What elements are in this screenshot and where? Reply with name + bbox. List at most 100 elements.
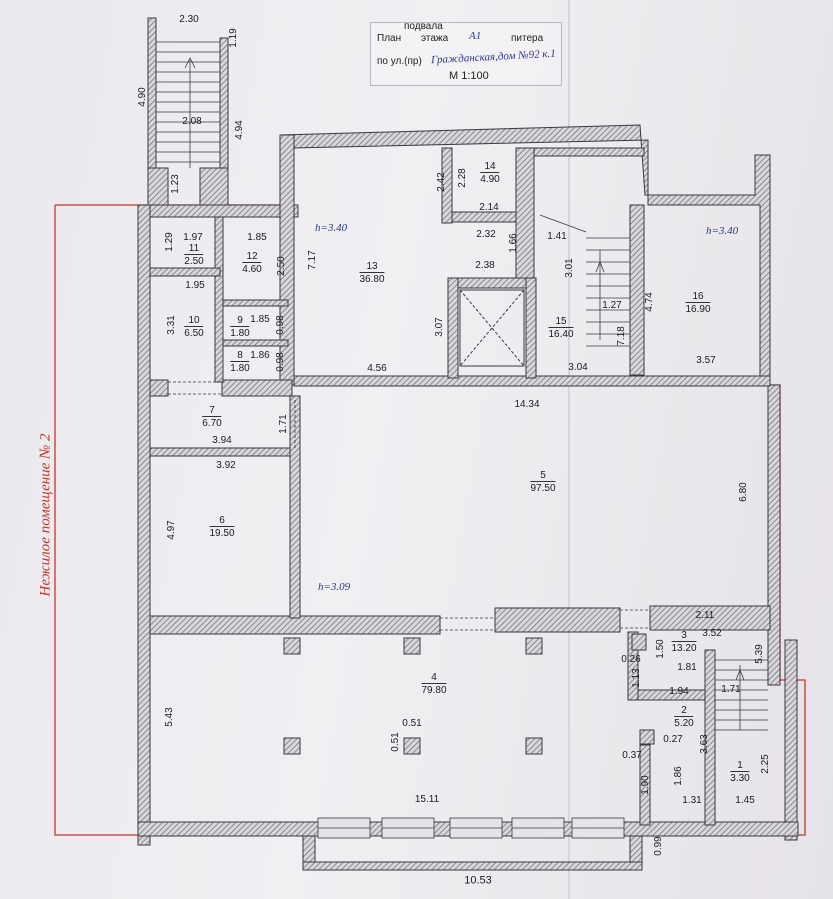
dim-label: 3.01	[564, 258, 575, 278]
dim-label: 2.28	[457, 168, 468, 188]
dim-label: 1.27	[602, 300, 622, 311]
dim-label: 4.97	[166, 520, 177, 540]
dim-label: 2.14	[479, 202, 499, 213]
dim-label: 1.94	[669, 686, 689, 697]
dim-label: 1.66	[508, 233, 519, 253]
dim-label: 7.18	[616, 326, 627, 346]
dim-label: 0.26	[621, 654, 641, 665]
stamp-floor-word-top: подвала	[404, 21, 443, 32]
dim-label: 1.95	[185, 280, 205, 291]
dim-label: 1.50	[655, 639, 666, 659]
dim-label: 2.08	[182, 116, 202, 127]
dim-label: 1.71	[721, 684, 741, 695]
columns	[283, 633, 655, 755]
stamp-scale: M 1:100	[449, 70, 489, 82]
dim-label: 4.56	[367, 363, 387, 374]
dim-label: 1.86	[673, 766, 684, 786]
dim-label: 0.99	[653, 836, 664, 856]
stamp-street-prefix: по ул.(пр)	[377, 56, 422, 67]
dim-label: 1.45	[735, 795, 755, 806]
stamp-floor-word: этажа	[421, 33, 449, 44]
paper-fold	[568, 0, 570, 899]
height-label-room5: h=3.09	[318, 581, 351, 593]
dim-label: 1.13	[631, 668, 642, 688]
shaft	[459, 289, 525, 367]
dim-label: 3.63	[699, 734, 710, 754]
dim-label: 1.41	[547, 231, 567, 242]
dim-label: 14.34	[514, 399, 540, 410]
dim-label: 2.11	[695, 610, 715, 621]
stamp-city: питера	[511, 33, 544, 44]
dim-label: 4.90	[137, 87, 148, 107]
height-label-room13: h=3.40	[315, 222, 348, 234]
door-openings	[168, 381, 650, 631]
dim-label: 10.53	[464, 874, 492, 887]
dim-label: 1.23	[170, 174, 181, 194]
dim-label: 1.71	[278, 414, 289, 434]
dim-label: 2.42	[436, 172, 447, 192]
dim-label: 3.04	[568, 362, 588, 373]
dim-label: 1.19	[228, 28, 239, 48]
stamp-floor-value: А1	[469, 30, 482, 42]
dim-label: 3.94	[212, 435, 232, 446]
stair-treads	[156, 41, 220, 168]
premises-side-label: Нежилое помещение № 2	[37, 433, 54, 597]
dim-label: 2.38	[475, 260, 495, 271]
stamp-plan-label: План	[377, 33, 402, 44]
dim-label: 1.81	[677, 662, 697, 673]
dim-label: 0.51	[402, 718, 422, 729]
dim-label: 1.29	[164, 232, 175, 252]
dim-label: 2.30	[179, 14, 199, 25]
dim-label: 15.11	[414, 794, 440, 805]
dim-label: 0.27	[663, 734, 683, 745]
dim-label: 5.39	[754, 644, 765, 664]
dim-label: 0.37	[622, 750, 642, 761]
dim-label: 0.98	[275, 315, 286, 335]
dim-label: 2.50	[276, 256, 287, 276]
dim-label: 1.86	[250, 350, 270, 361]
dim-label: 1.31	[682, 795, 702, 806]
room15-stair	[539, 214, 630, 347]
dim-label: 1.97	[183, 232, 203, 243]
title-stamp: подвала План этажа А1 питера по ул.(пр) …	[370, 21, 562, 86]
dim-label: 1.85	[250, 314, 270, 325]
height-label-room16: h=3.40	[706, 225, 739, 237]
dim-label: 3.31	[166, 315, 177, 335]
dim-label: 7.17	[307, 250, 318, 270]
windows	[317, 817, 625, 839]
walls	[137, 124, 799, 871]
dim-label: 1.85	[247, 232, 267, 243]
dim-label: 0.51	[390, 732, 401, 752]
dim-label: 3.52	[702, 628, 722, 639]
exit-stair	[715, 659, 768, 731]
dim-label: 3.07	[434, 317, 445, 337]
dim-label: 4.74	[644, 292, 655, 312]
dim-label: 5.43	[164, 707, 175, 727]
dim-label: 6.80	[738, 482, 749, 502]
dim-label: 2.25	[760, 754, 771, 774]
dim-label: 4.94	[234, 120, 245, 140]
dim-label: 3.57	[696, 355, 716, 366]
entrance-stair	[147, 17, 229, 209]
dim-label: 2.32	[476, 229, 496, 240]
dim-label: 1.90	[640, 775, 651, 795]
dim-label: 0.98	[275, 352, 286, 372]
